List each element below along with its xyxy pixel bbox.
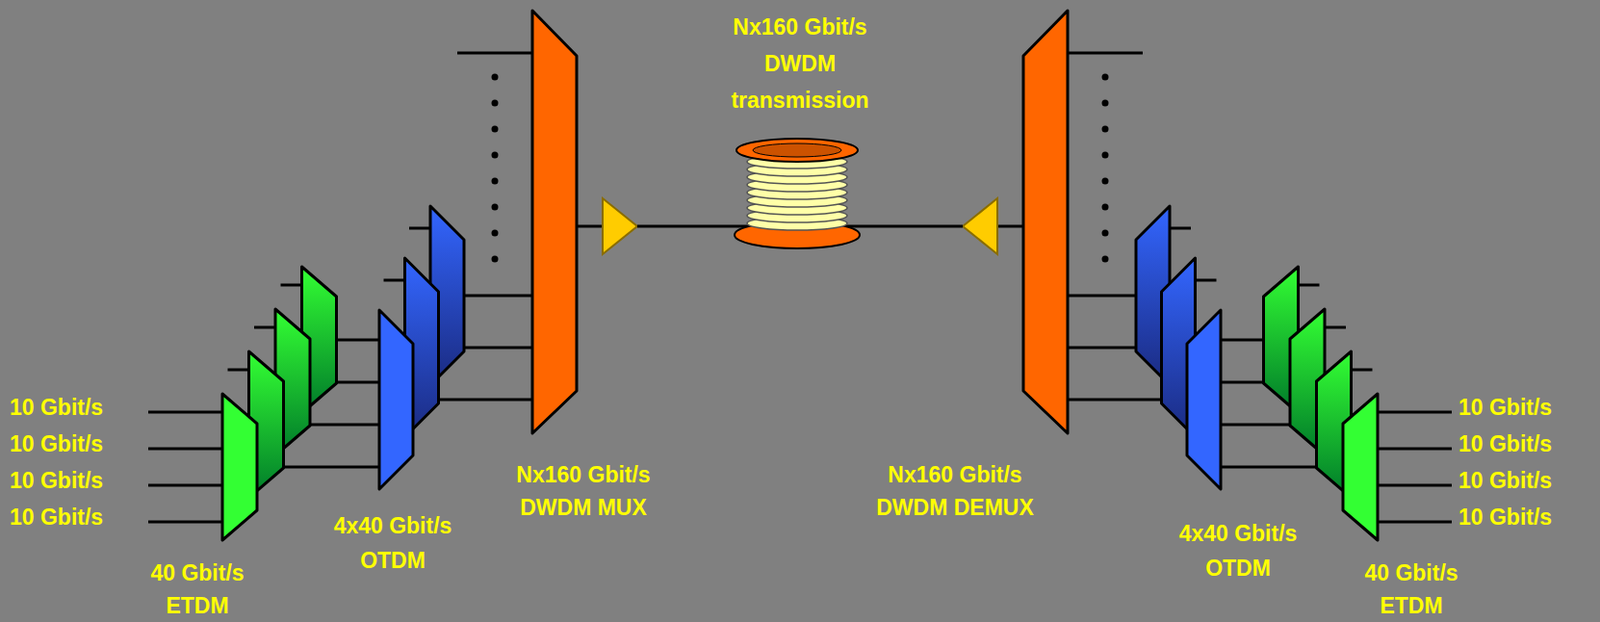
otdm-muxes [379,206,465,490]
channel-wire [457,51,533,55]
signal-label: 10 Gbit/s [9,467,145,493]
input-stub [228,368,250,372]
signal-label: Nx160 Gbit/s DWDM MUX [504,458,664,524]
mirrored-half [962,10,1452,541]
otdm-mux [379,309,413,490]
terminal-half [148,10,638,541]
signal-label: 40 Gbit/s ETDM [143,556,252,622]
spool-flange [736,138,858,162]
fiber-spool [734,138,860,249]
signal-label: 10 Gbit/s [1458,467,1594,493]
etdm-muxes [222,266,337,541]
signal-label: 10 Gbit/s [9,431,145,457]
signal-label: 10 Gbit/s [1458,394,1594,420]
input-stub [281,283,303,287]
input-wire [148,520,223,524]
dot [491,256,499,263]
input-wire [148,484,223,488]
fiber-wire [576,225,603,229]
input-wire [148,447,223,451]
ellipsis-dots [491,74,499,263]
spool-hub [752,143,842,157]
signal-label: 4x40 Gbit/s OTDM [1165,516,1311,586]
etdm-mux [222,393,258,541]
dot [491,74,499,81]
signal-label: 4x40 Gbit/s OTDM [320,508,465,578]
signal-label: Nx160 Gbit/s DWDM transmission [718,8,882,119]
dwdm-mux [532,10,577,434]
fiber-coils [747,154,848,231]
input-stub [409,227,431,231]
signal-label: 10 Gbit/s [1458,431,1594,457]
input-wire [148,411,223,414]
input-stub [254,326,276,330]
tributary-wire [336,338,381,342]
optical-amplifier [602,198,638,255]
signal-label: 40 Gbit/s ETDM [1357,556,1466,622]
signal-label: 10 Gbit/s [9,394,145,420]
signal-label: 10 Gbit/s [1458,504,1594,530]
dot [491,100,499,107]
input-stub [384,279,406,283]
dot [491,126,499,133]
signal-label: Nx160 Gbit/s DWDM DEMUX [876,458,1035,524]
dot [491,152,499,159]
signal-label: 10 Gbit/s [9,504,145,530]
channel-wire [464,294,533,298]
dot [491,204,499,211]
dot [491,230,499,237]
dot [491,178,499,185]
